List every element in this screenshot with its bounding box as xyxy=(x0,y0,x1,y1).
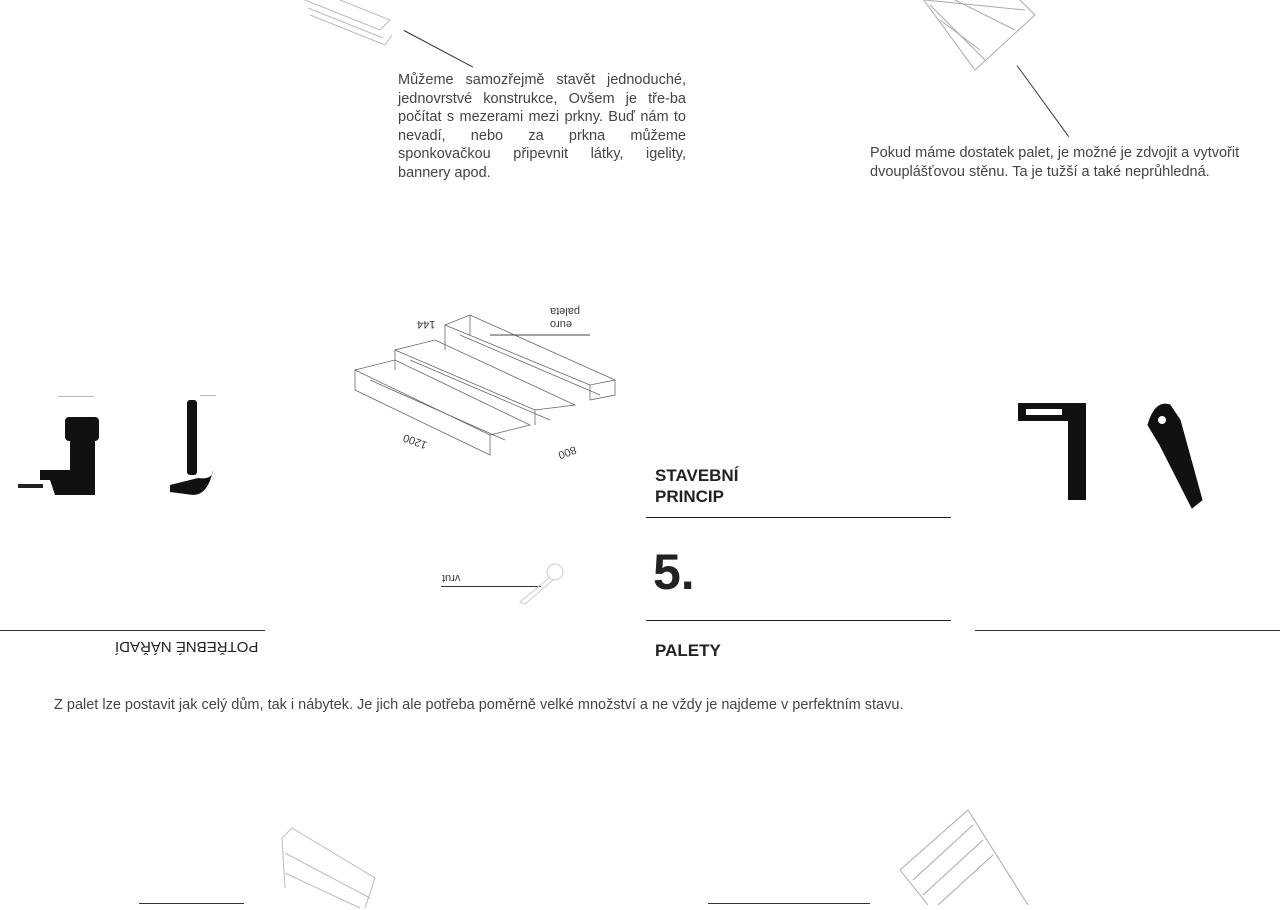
drill-icon xyxy=(18,417,99,495)
label-euro-paleta: euro paleta xyxy=(550,304,580,330)
hammer-icon xyxy=(170,400,213,495)
top-left-paragraph: Můžeme samozřejmě stavět jednoduché, jed… xyxy=(398,72,686,181)
top-right-paragraph: Pokud máme dostatek palet, je možné je z… xyxy=(870,145,1240,180)
tools-heading: POTŘEBNÉ NÁŘADÍ xyxy=(115,638,259,655)
divider xyxy=(0,630,265,631)
label-screw: vrut xyxy=(442,572,461,584)
divider xyxy=(58,396,94,397)
divider xyxy=(975,630,1280,631)
divider xyxy=(708,903,870,904)
pallet-sketch-bottom-right xyxy=(899,809,1029,906)
saw-icon xyxy=(1147,403,1203,509)
label-paleta: paleta xyxy=(550,305,580,317)
section-title-line1: STAVEBNÍ xyxy=(655,466,739,485)
dimension-height: 144 xyxy=(417,318,436,330)
try-square-icon xyxy=(1018,403,1086,500)
divider xyxy=(200,395,216,396)
intro-paragraph: Z palet lze postavit jak celý dům, tak i… xyxy=(54,697,904,713)
euro-pallet-diagram xyxy=(353,314,617,456)
screw-leader xyxy=(441,586,541,587)
divider xyxy=(139,903,244,904)
section-title: STAVEBNÍ PRINCIP xyxy=(655,465,738,507)
pallet-sketch-bottom-left xyxy=(281,827,376,909)
screw-icon xyxy=(519,563,564,605)
section-title-line2: PRINCIP xyxy=(655,487,724,506)
divider xyxy=(646,517,951,518)
label-euro: euro xyxy=(550,318,573,330)
leader-line xyxy=(403,30,474,68)
section-number: 5. xyxy=(653,544,695,600)
pallet-sketch-top-left xyxy=(304,0,393,46)
divider xyxy=(646,620,951,621)
section-subtitle: PALETY xyxy=(655,641,721,660)
pallet-sketch-top-right xyxy=(923,0,1036,71)
